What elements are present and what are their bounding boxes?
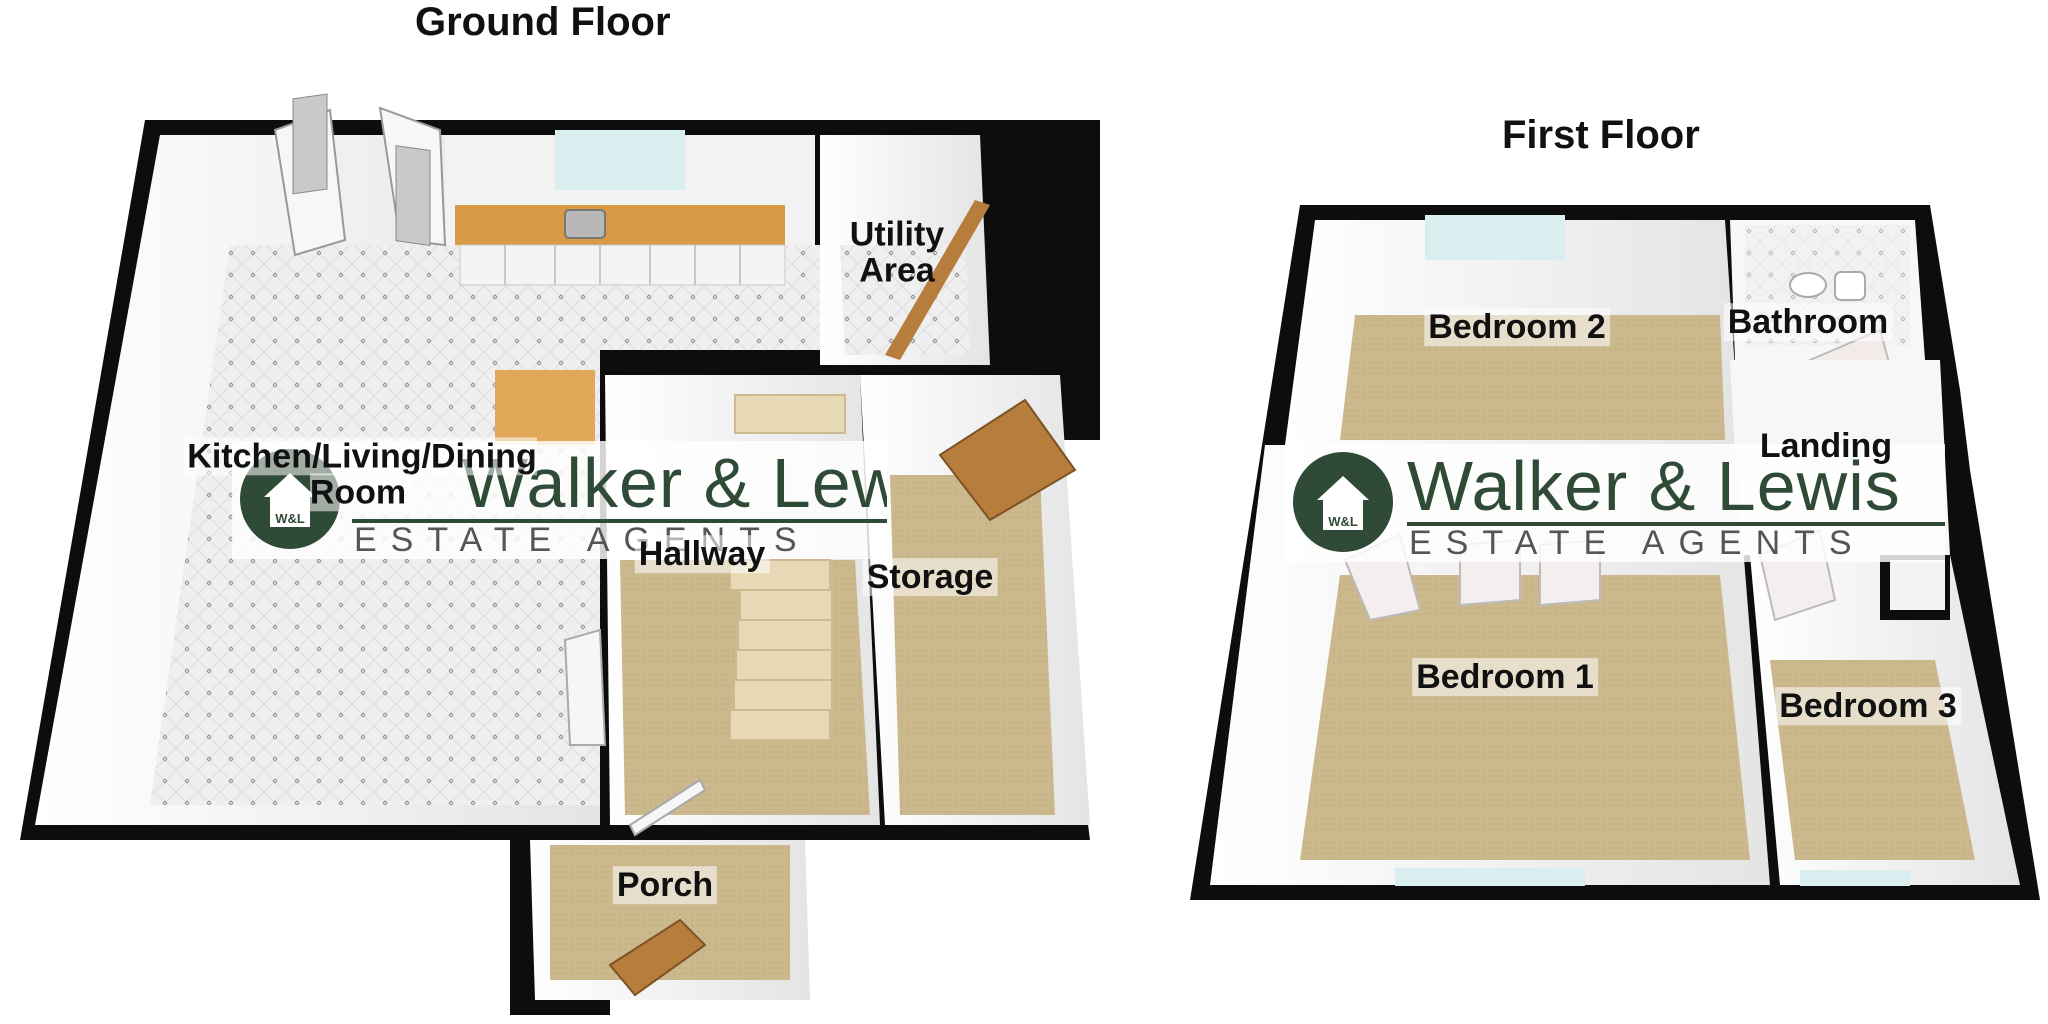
brand-rule xyxy=(352,519,887,523)
utility-door xyxy=(885,200,990,360)
front-side-door xyxy=(938,398,1077,522)
brand-logo-initials: W&L xyxy=(275,511,305,526)
room-label-landing: Landing xyxy=(1759,427,1893,466)
bedroom-2-window xyxy=(1425,215,1565,260)
porch-floor xyxy=(550,845,790,980)
landing-cupboard-inner xyxy=(1890,560,1945,610)
room-label-bedroom-1: Bedroom 1 xyxy=(1412,658,1598,697)
bedroom-2-floor xyxy=(1340,315,1725,440)
porch-inner-door xyxy=(628,778,707,837)
storage-floor xyxy=(890,475,1055,815)
house-icon xyxy=(1317,476,1369,530)
room-label-storage: Storage xyxy=(862,558,998,597)
bathroom-toilet xyxy=(1834,271,1866,301)
breakfast-bar xyxy=(495,370,595,445)
bedroom-1-floor xyxy=(1300,575,1750,860)
bathroom-basin xyxy=(1789,272,1827,298)
kitchen-cabinets xyxy=(459,244,786,286)
first-floor-title: First Floor xyxy=(1502,113,1700,157)
staircase xyxy=(729,394,846,741)
porch-door xyxy=(608,918,707,997)
brand-logo-icon: W&L xyxy=(1293,452,1393,552)
room-label-porch: Porch xyxy=(612,866,718,905)
brand-rule xyxy=(1407,522,1945,526)
room-label-bedroom-2: Bedroom 2 xyxy=(1424,308,1610,347)
ground-floor-plan xyxy=(20,93,1100,1015)
bedroom-3-window xyxy=(1800,870,1910,886)
kitchen-sink xyxy=(564,209,606,239)
kitchen-window xyxy=(555,130,685,190)
watermark-first: W&L Walker & Lewis ESTATE AGENTS xyxy=(1285,444,1945,562)
kitchen-worktop xyxy=(455,205,785,245)
kitchen-hallway-door xyxy=(563,628,607,746)
brand-name: Walker & Lewis xyxy=(1407,447,1901,525)
ground-floor-title: Ground Floor xyxy=(415,0,671,44)
room-label-kitchen-living-dining: Kitchen/Living/Dining Room xyxy=(150,437,570,511)
bedroom-1-window xyxy=(1395,868,1585,886)
house-icon xyxy=(264,473,316,527)
brand-tagline: ESTATE AGENTS xyxy=(1409,524,1866,562)
french-doors xyxy=(273,93,447,257)
room-label-hallway: Hallway xyxy=(634,535,770,574)
room-label-bathroom: Bathroom xyxy=(1723,303,1893,342)
room-label-utility-area: Utility Area xyxy=(849,215,945,289)
room-label-bedroom-3: Bedroom 3 xyxy=(1775,687,1961,726)
brand-logo-initials: W&L xyxy=(1328,514,1358,529)
